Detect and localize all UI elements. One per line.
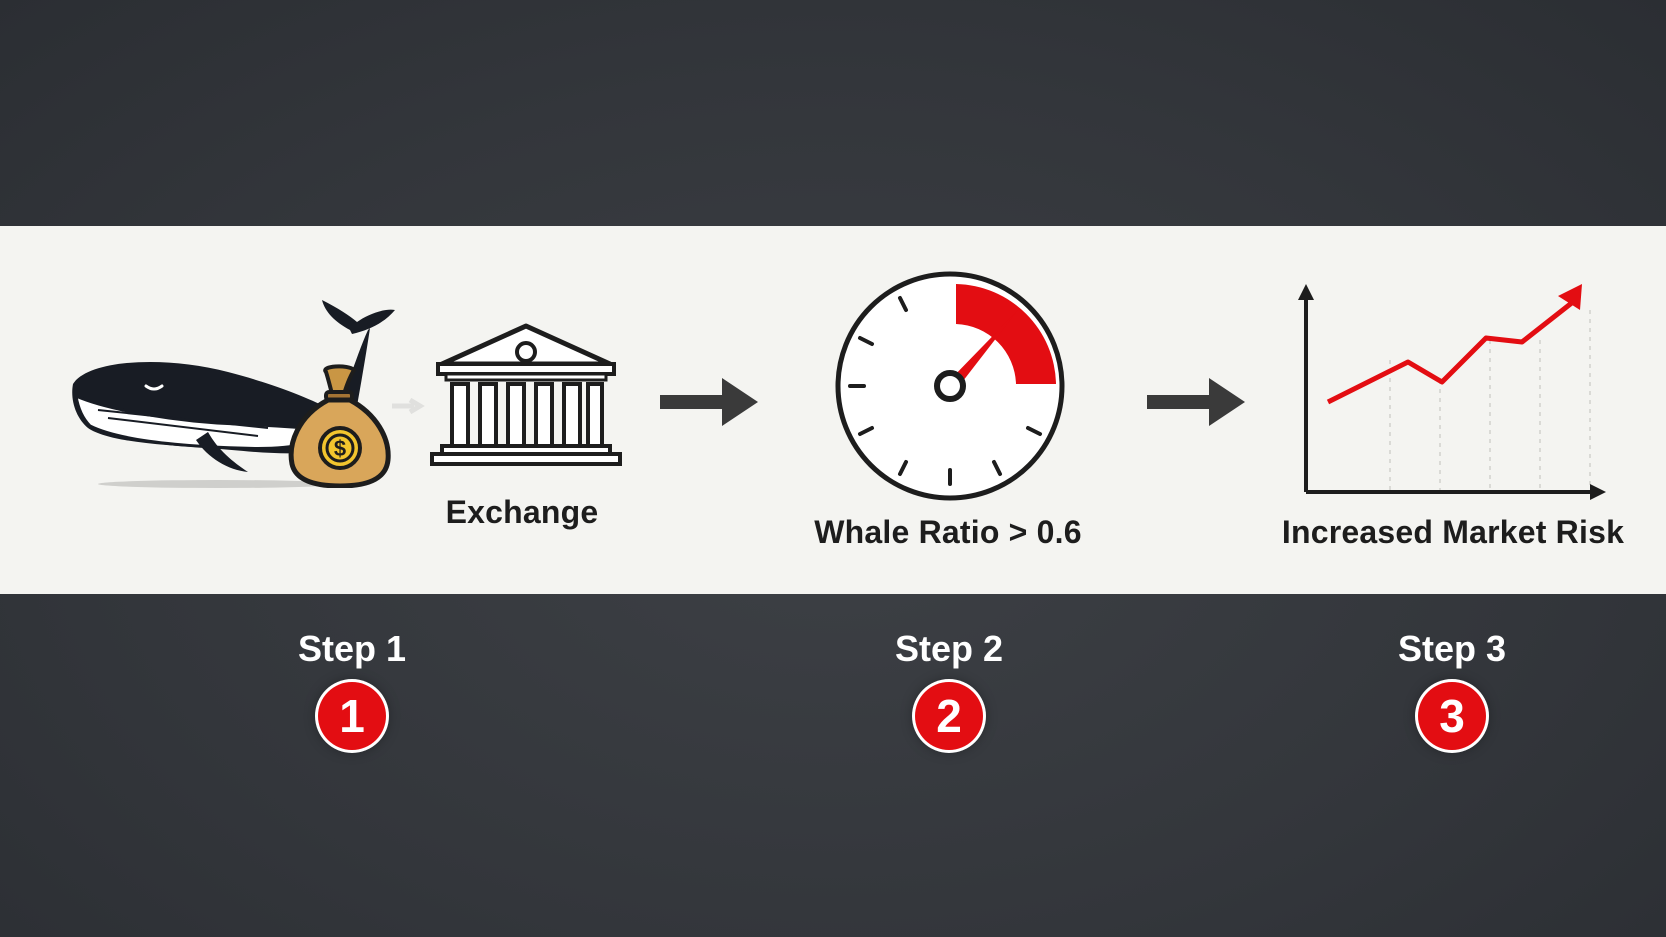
step-3-badge: 3 [1418,682,1486,750]
svg-text:$: $ [334,436,346,461]
faint-arrow-icon [392,397,425,415]
money-bag-icon: $ [288,364,391,488]
step-1-title: Step 1 [297,628,407,669]
rising-chart-icon [1298,284,1606,500]
market-risk-label: Increased Market Risk [1281,514,1625,550]
step-2-title: Step 2 [894,628,1004,669]
whale-icon [72,300,395,488]
arrow-right-icon [1147,378,1245,426]
bank-building-icon [430,323,622,466]
whale-ratio-label: Whale Ratio > 0.6 [814,514,1082,550]
gauge-icon [835,271,1065,501]
step-2-badge: 2 [915,682,983,750]
exchange-label: Exchange [445,494,599,530]
step-3-title: Step 3 [1397,628,1507,669]
arrow-right-icon [660,378,758,426]
step-1-badge: 1 [318,682,386,750]
